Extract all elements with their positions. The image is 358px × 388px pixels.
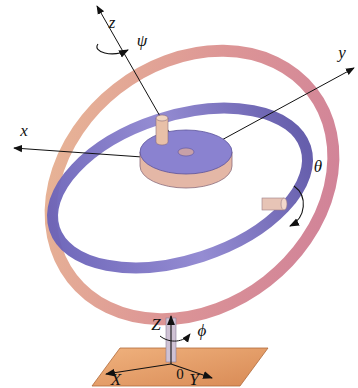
angle-label: ϕ [198, 322, 207, 339]
axis-label: y [338, 44, 346, 61]
outer-ring [0, 0, 358, 375]
angle-label: ψ [137, 32, 148, 49]
inner-ring [32, 79, 328, 298]
axis-label: x [20, 122, 28, 139]
Z-axis [170, 316, 171, 364]
pivot-pin [262, 198, 287, 210]
axis-label: Z [151, 316, 160, 333]
origin-label: 0 [176, 367, 184, 382]
angle-label: θ [314, 158, 322, 175]
base-plate [92, 348, 268, 386]
axis-label: Y [189, 370, 198, 387]
psi-arrow [97, 44, 128, 54]
axis-label: z [109, 14, 116, 31]
phi-arrow [160, 334, 190, 341]
theta-arrow [290, 186, 303, 226]
axis-label: X [111, 370, 121, 387]
rotor [140, 115, 232, 188]
